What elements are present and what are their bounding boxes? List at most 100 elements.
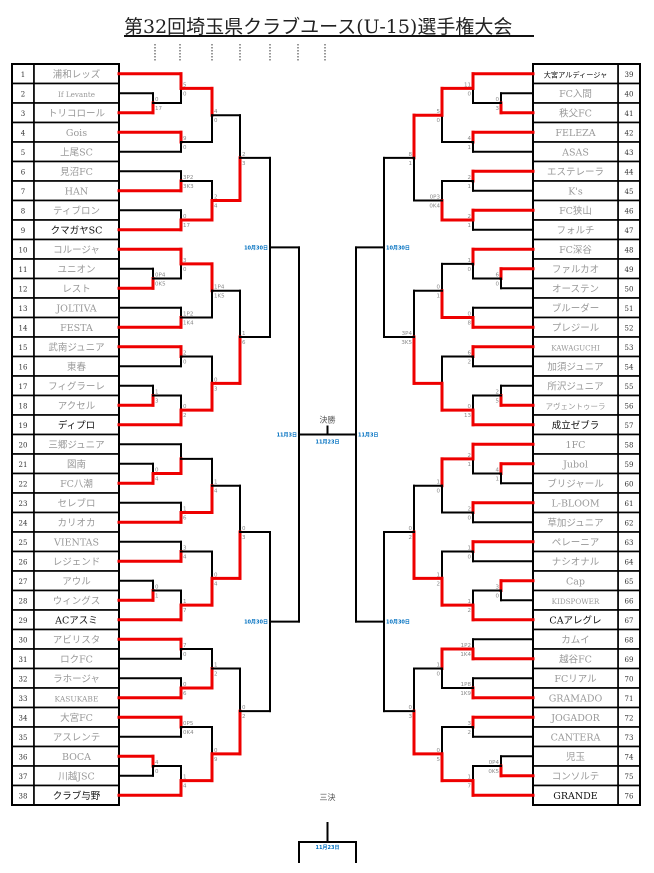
match-score-bottom: 0 (183, 267, 187, 273)
team-name[interactable]: カリオカ (57, 518, 95, 529)
team-name[interactable]: プレジール (552, 323, 600, 334)
team-name[interactable]: Jubol (562, 459, 588, 470)
match-score-top: 3 (183, 546, 187, 552)
team-name[interactable]: セレブロ (57, 497, 95, 509)
team-name[interactable]: FELEZA (555, 128, 595, 139)
team-number: 32 (19, 675, 28, 683)
team-name[interactable]: ウィングス (53, 595, 101, 607)
team-name[interactable]: ディプロ (58, 419, 95, 431)
team-name[interactable]: 大宮FC (60, 712, 93, 724)
team-name[interactable]: 加須ジュニア (547, 362, 603, 373)
team-number: 56 (625, 402, 634, 410)
team-name[interactable]: ティブロン (53, 205, 100, 217)
team-name[interactable]: ラホージャ (53, 674, 100, 685)
match-score-top: 6 (468, 351, 472, 357)
team-name[interactable]: 浦和レッズ (53, 68, 101, 80)
team-name[interactable]: FESTA (60, 323, 93, 334)
team-name[interactable]: ブルーダー (552, 302, 600, 314)
team-name[interactable]: アヴェントゥーラ (546, 401, 606, 411)
team-name[interactable]: 武南ジュニア (48, 341, 104, 353)
match-score-bottom: 0 (437, 118, 441, 124)
team-name[interactable]: ユニオン (57, 264, 95, 275)
team-name[interactable]: 上尾SC (60, 147, 93, 158)
team-name[interactable]: クマガヤSC (51, 225, 103, 236)
team-name[interactable]: コルージャ (53, 245, 100, 256)
match-score-top: 0 (242, 526, 246, 532)
match-score-top: 0 (242, 705, 246, 711)
team-name[interactable]: 秩父FC (559, 108, 592, 119)
team-name[interactable]: L-BLOOM (551, 498, 599, 509)
match-score-bottom: 6 (183, 691, 187, 697)
team-name[interactable]: 草加ジュニア (547, 517, 603, 529)
team-name[interactable]: KAWAGUCHI (551, 343, 600, 352)
team-name[interactable]: GRAMADO (549, 693, 603, 704)
team-name[interactable]: ペレーニア (552, 537, 600, 548)
team-name[interactable]: ナシオナル (552, 557, 600, 568)
match-score-bottom: 0 (183, 652, 187, 658)
team-name[interactable]: フォルチ (556, 225, 594, 236)
match-score-top: 7 (183, 643, 187, 649)
team-name[interactable]: アビリスタ (53, 635, 101, 646)
match-score-bottom: 3K5 (401, 340, 412, 346)
team-name[interactable]: 1FC (566, 440, 586, 451)
team-number: 20 (19, 441, 28, 449)
team-name[interactable]: FC八潮 (60, 478, 93, 490)
team-name[interactable]: 東春 (67, 361, 87, 373)
team-name[interactable]: FC入間 (559, 89, 592, 100)
team-name[interactable]: ASAS (561, 147, 589, 158)
team-name[interactable]: CANTERA (551, 732, 601, 743)
team-name[interactable]: コンソルテ (552, 771, 600, 782)
match-score-bottom: 0 (155, 769, 159, 775)
team-name[interactable]: 三郷ジュニア (48, 440, 104, 451)
team-name[interactable]: ブリジャール (547, 478, 604, 490)
team-name[interactable]: FC狭山 (559, 205, 592, 217)
team-name[interactable]: 見沼FC (60, 167, 93, 178)
team-name[interactable]: トリコロール (48, 108, 106, 119)
team-name[interactable]: 川越JSC (58, 770, 95, 782)
team-name[interactable]: アウル (62, 576, 91, 587)
team-name[interactable]: If Levante (58, 90, 95, 99)
match-score-top: 0 (468, 312, 472, 318)
match-score-top: 1 (183, 507, 187, 513)
team-name[interactable]: アクセル (58, 401, 96, 412)
team-name[interactable]: HAN (65, 186, 88, 197)
team-name[interactable]: ロクFC (60, 654, 93, 665)
team-name[interactable]: 越谷FC (559, 653, 592, 665)
team-name[interactable]: K's (568, 186, 583, 197)
team-name[interactable]: カムイ (561, 635, 590, 646)
team-name[interactable]: GRANDE (553, 791, 598, 802)
team-name[interactable]: 図南 (67, 458, 86, 470)
team-name[interactable]: オーステン (552, 284, 599, 295)
team-number: 16 (19, 363, 28, 371)
team-name[interactable]: 所沢ジュニア (547, 380, 603, 392)
team-name[interactable]: 成立ゼブラ (552, 419, 600, 431)
match-score-bottom: 4 (155, 477, 159, 483)
team-name[interactable]: アスレンテ (53, 732, 101, 743)
team-name[interactable]: レスト (62, 284, 91, 295)
match-score-bottom: 7 (183, 608, 187, 614)
team-name[interactable]: 児玉 (566, 752, 586, 763)
team-name[interactable]: FCリアル (554, 674, 597, 685)
team-name[interactable]: クラブ与野 (53, 790, 101, 802)
team-number: 31 (19, 656, 28, 664)
team-name[interactable]: レジェンド (53, 557, 101, 568)
team-name[interactable]: CAアレグレ (549, 614, 601, 626)
team-name[interactable]: KASUKABE (55, 694, 99, 703)
team-name[interactable]: エステレーラ (547, 167, 604, 178)
match-date: 10月30日 (386, 244, 410, 251)
team-name[interactable]: KIDSPOWER (552, 597, 600, 606)
team-name[interactable]: Cap (566, 576, 585, 587)
team-name[interactable]: JOGADOR (550, 713, 600, 724)
team-name[interactable]: VIENTAS (53, 537, 99, 548)
team-name[interactable]: ファルカオ (552, 264, 599, 275)
team-name[interactable]: FC深谷 (559, 245, 592, 256)
match-score-bottom: 4 (214, 204, 218, 210)
team-number: 39 (625, 71, 634, 79)
team-name[interactable]: JOLTIVA (55, 303, 96, 314)
team-name[interactable]: フィグラーレ (48, 380, 105, 392)
team-name[interactable]: BOCA (62, 752, 91, 763)
match-score-bottom: 1K5 (214, 294, 225, 300)
team-name[interactable]: ACアスミ (54, 615, 98, 626)
team-name[interactable]: 大宮アルディージャ (544, 70, 608, 79)
team-name[interactable]: Gois (66, 128, 87, 139)
